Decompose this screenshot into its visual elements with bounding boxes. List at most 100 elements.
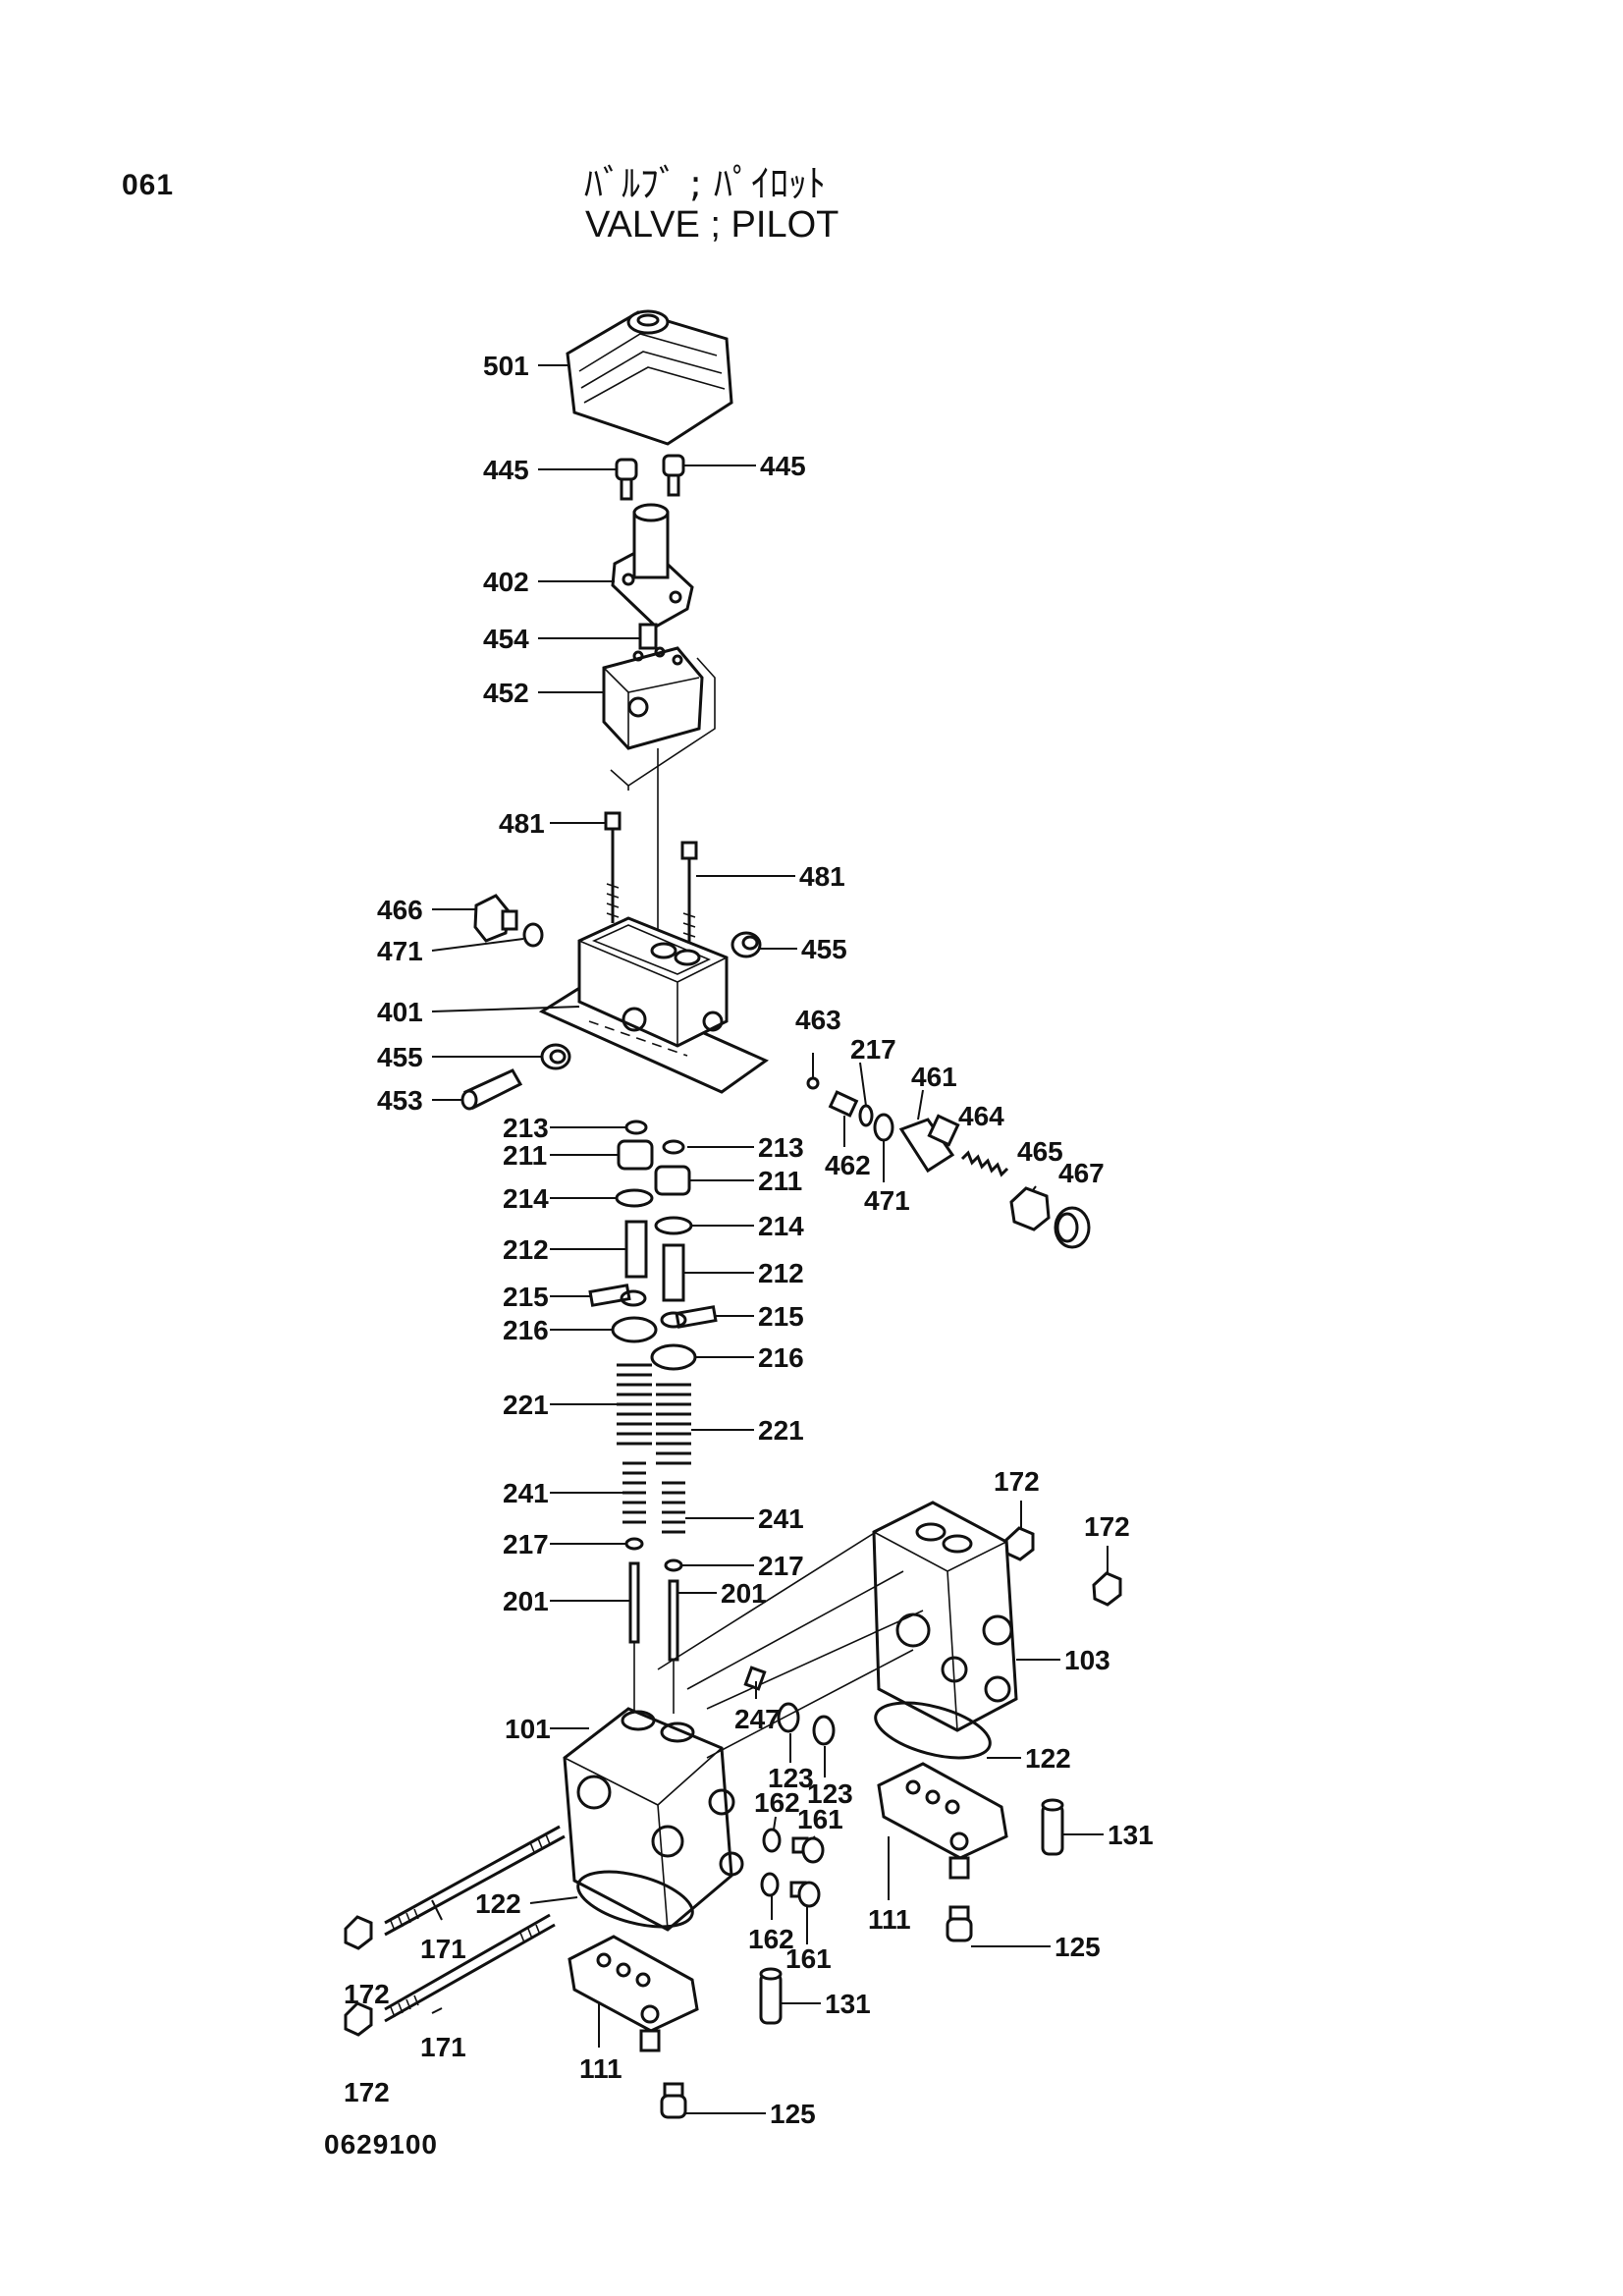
callout-217-right: 217 (758, 1551, 804, 1581)
callout-212-right: 212 (758, 1258, 804, 1288)
callout-201-right: 201 (721, 1578, 767, 1609)
callout-402: 402 (483, 567, 529, 597)
drawing-number: 0629100 (324, 2129, 439, 2159)
callout-201-left: 201 (503, 1586, 549, 1616)
callout-463: 463 (795, 1005, 841, 1035)
tierod-part-171-lower (384, 1913, 556, 2023)
callout-241-right: 241 (758, 1503, 804, 1534)
callout-216-right: 216 (758, 1342, 804, 1373)
callout-125-right: 125 (1055, 1932, 1101, 1962)
callout-171-lower: 171 (420, 2032, 466, 2062)
assembly-guide-lines (610, 657, 716, 791)
callout-213-left: 213 (503, 1113, 549, 1143)
callout-211-left: 211 (503, 1140, 547, 1171)
housing-part-103 (872, 1501, 1018, 1732)
title-english: VALVE ; PILOT (585, 204, 839, 246)
callout-462: 462 (825, 1150, 871, 1180)
cap-part-467 (1054, 1206, 1091, 1249)
callout-455-right: 455 (801, 934, 847, 964)
plate-part-402 (611, 503, 694, 629)
page-number: 061 (122, 169, 175, 201)
callout-211-right: 211 (758, 1166, 802, 1196)
callout-214-left: 214 (503, 1183, 549, 1214)
cover-part-111-left (568, 1935, 699, 2052)
plug-part-161-lower (789, 1881, 821, 1908)
callout-171-upper: 171 (420, 1934, 466, 1964)
bushing-part-455-left (540, 1043, 571, 1070)
callout-471-left: 471 (377, 936, 423, 966)
setscrew-part-454 (638, 623, 658, 650)
pin-part-453 (460, 1068, 523, 1111)
callout-481-right: 481 (799, 861, 845, 892)
callout-161-upper: 161 (797, 1804, 843, 1834)
callout-214-right: 214 (758, 1211, 804, 1241)
callout-125-left: 125 (770, 2099, 816, 2129)
callout-455-left: 455 (377, 1042, 423, 1072)
title-japanese: ﾊﾞﾙﾌﾞ ; ﾊﾟｲﾛｯﾄ (584, 162, 826, 205)
oring-part-162-lower (760, 1872, 780, 1897)
nut-part-465 (1009, 1186, 1051, 1231)
callout-131-right: 131 (1108, 1820, 1154, 1850)
callout-481-left: 481 (499, 808, 545, 839)
callout-123-right: 123 (807, 1778, 853, 1809)
block-part-452 (602, 646, 704, 750)
bolt-part-481-left (604, 811, 622, 923)
callout-172-top-1: 172 (994, 1466, 1040, 1497)
oring-part-471-left (522, 922, 544, 948)
callout-103: 103 (1064, 1645, 1110, 1675)
callout-215-left: 215 (503, 1282, 549, 1312)
callout-172-lower-2: 172 (344, 2077, 390, 2107)
callout-161-lower: 161 (785, 1943, 832, 1974)
nut-part-172-lower-2 (344, 2001, 373, 2037)
leader-lines (431, 364, 1109, 2114)
pin-part-131-right (1041, 1798, 1064, 1856)
screw-part-445-right (662, 454, 685, 497)
callout-467: 467 (1058, 1158, 1105, 1188)
callout-172-top-2: 172 (1084, 1511, 1130, 1542)
callout-labels: 501 445 445 402 454 452 481 481 466 471 … (344, 351, 1154, 2129)
nut-part-172-upper-2 (1092, 1571, 1122, 1607)
callout-471-right: 471 (864, 1185, 910, 1216)
plug-part-161-upper (791, 1836, 825, 1864)
spool-stack-right (650, 1139, 718, 1714)
callout-172-lower-1: 172 (344, 1979, 390, 2009)
callout-241-left: 241 (503, 1478, 549, 1508)
callout-445-right: 445 (760, 451, 806, 481)
oring-part-217-upper (858, 1104, 874, 1127)
callout-123-left: 123 (768, 1763, 814, 1793)
callout-401: 401 (377, 997, 423, 1027)
callout-466: 466 (377, 895, 423, 925)
callout-501: 501 (483, 351, 529, 381)
callout-101: 101 (505, 1714, 551, 1744)
oring-part-471-right (873, 1113, 894, 1142)
gasket-part-122-left (576, 1870, 694, 1929)
oring-part-162-upper (762, 1828, 782, 1853)
bolt-part-125-right (946, 1905, 973, 1942)
callout-217-left: 217 (503, 1529, 549, 1559)
nut-part-172-upper-1 (1004, 1526, 1035, 1561)
callout-221-right: 221 (758, 1415, 804, 1446)
spool-stack-left (588, 1120, 658, 1714)
screw-part-445-left (615, 458, 638, 501)
plug-part-466 (473, 894, 518, 943)
housing-part-401 (538, 916, 770, 1094)
callout-454: 454 (483, 624, 529, 654)
callout-111-left: 111 (579, 2053, 622, 2084)
callout-122-right: 122 (1025, 1743, 1071, 1774)
housing-part-101 (563, 1707, 744, 1932)
callout-131-left: 131 (825, 1989, 871, 2019)
callout-213-right: 213 (758, 1132, 804, 1163)
callout-122-left: 122 (475, 1888, 521, 1919)
callout-465: 465 (1017, 1136, 1063, 1167)
pin-part-131-left (759, 1967, 783, 2025)
callout-221-left: 221 (503, 1390, 549, 1420)
callout-452: 452 (483, 678, 529, 708)
callout-453: 453 (377, 1085, 423, 1116)
oring-part-123-left (777, 1702, 800, 1733)
callout-216-left: 216 (503, 1315, 549, 1345)
plug-part-462 (828, 1090, 859, 1118)
fitting-part-461 (898, 1114, 960, 1174)
callout-212-left: 212 (503, 1234, 549, 1265)
callout-247: 247 (734, 1704, 781, 1734)
